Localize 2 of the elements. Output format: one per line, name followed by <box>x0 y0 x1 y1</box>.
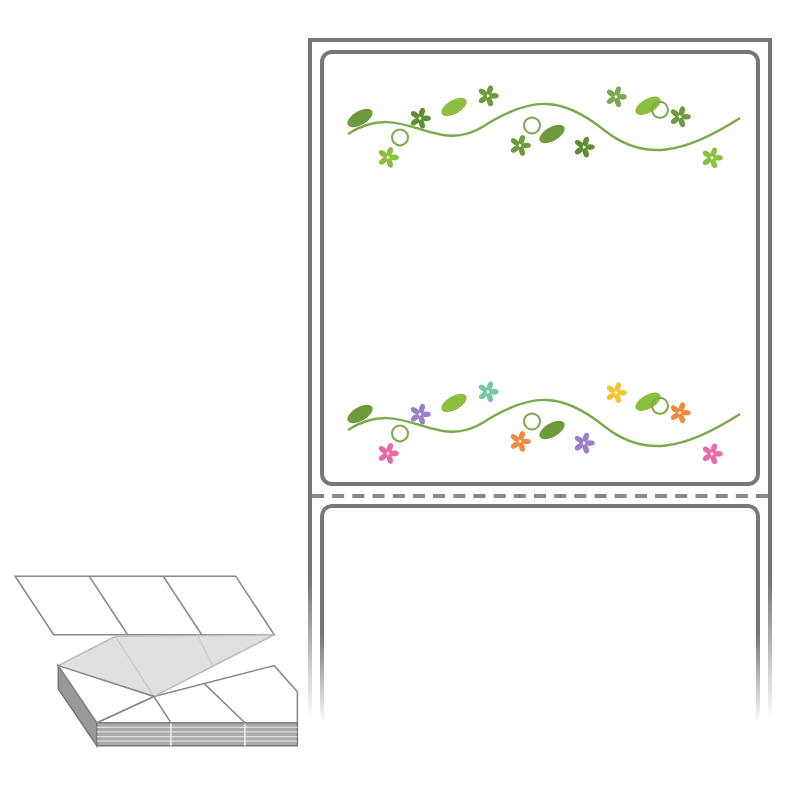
label-card <box>320 504 760 724</box>
label-card <box>320 50 760 486</box>
